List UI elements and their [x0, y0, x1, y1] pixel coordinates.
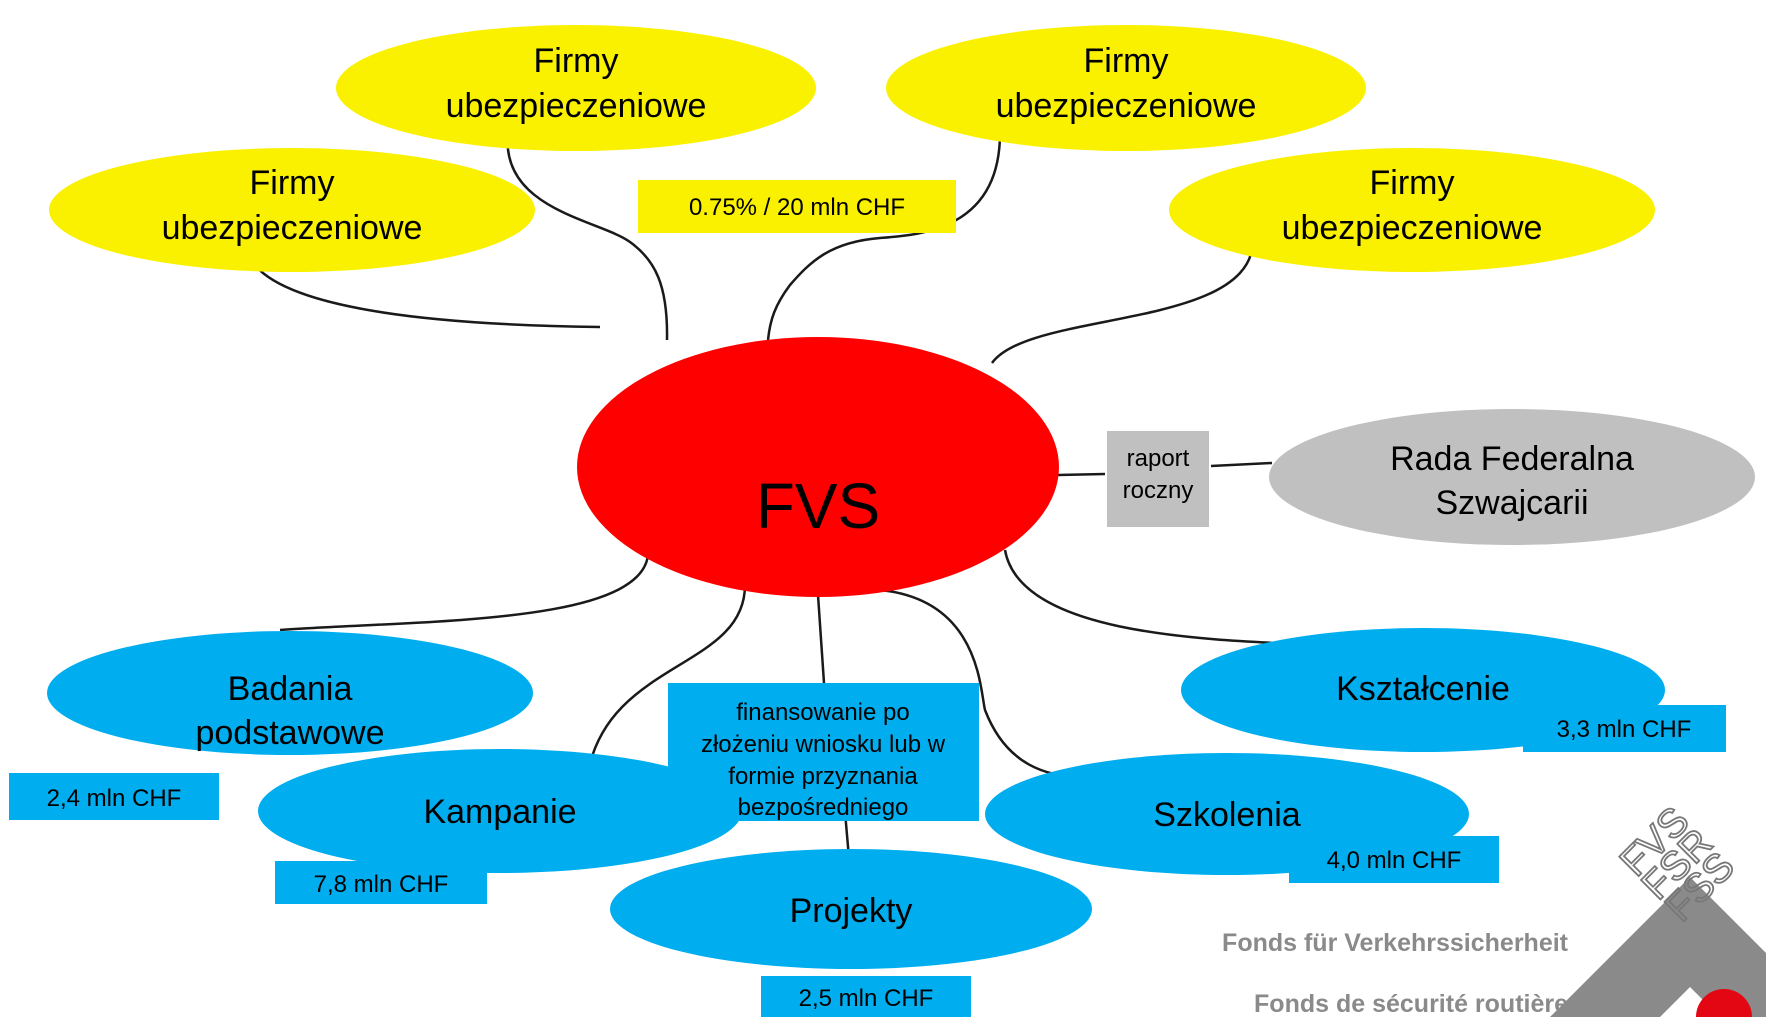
program-badania: Badania podstawowe	[47, 631, 533, 755]
levy-note-text: 0.75% / 20 mln CHF	[689, 194, 905, 221]
connector-ksztalcenie	[1003, 549, 1321, 647]
insurer-node-4: Firmy ubezpieczeniowe	[1169, 148, 1655, 272]
insurer-label-line1: Firmy	[250, 164, 335, 202]
connector-insurer-top-right	[766, 132, 1002, 341]
connectors	[243, 132, 1321, 859]
insurer-label-line2: ubezpieczeniowe	[996, 87, 1257, 125]
insurer-ellipse	[886, 25, 1366, 151]
amount-text: 2,4 mln CHF	[47, 785, 182, 812]
insurer-label-line1: Firmy	[1084, 42, 1169, 80]
program-label: Kształcenie	[1336, 670, 1510, 708]
amount-text: 4,0 mln CHF	[1327, 847, 1462, 874]
amount-box	[1523, 705, 1726, 752]
connector-funding	[816, 594, 826, 684]
insurer-label-line1: Firmy	[534, 42, 619, 80]
program-label: Kampanie	[423, 793, 576, 831]
council-label-line2: Szwajcarii	[1435, 484, 1588, 522]
amount-box	[9, 773, 219, 820]
amount-szkolenia: 4,0 mln CHF	[1289, 836, 1499, 883]
connector-insurer-top-left	[506, 132, 669, 341]
funding-note-line4: bezpośredniego	[738, 794, 909, 821]
insurer-node-1: Firmy ubezpieczeniowe	[336, 25, 816, 151]
program-ellipse	[258, 749, 742, 873]
insurer-node-3: Firmy ubezpieczeniowe	[49, 148, 535, 272]
report-label-line2: roczny	[1123, 477, 1194, 504]
connector-council	[1210, 461, 1273, 468]
council-ellipse	[1269, 409, 1755, 545]
amount-kampanie: 7,8 mln CHF	[275, 861, 487, 904]
council-label-line1: Rada Federalna	[1390, 440, 1634, 478]
funding-note-line2: złożeniu wniosku lub w	[701, 731, 946, 758]
program-label: Projekty	[790, 892, 913, 930]
center-label: FVS	[756, 470, 880, 542]
amount-projekty: 2,5 mln CHF	[761, 976, 971, 1017]
program-kampanie: Kampanie	[258, 749, 742, 873]
levy-note-box	[638, 180, 956, 233]
connector-insurer-right	[990, 239, 1255, 364]
center-ellipse	[577, 337, 1059, 597]
logo-name: Fonds für Verkehrssicherheit	[1222, 929, 1569, 957]
insurer-ellipse	[1169, 148, 1655, 272]
center-node: FVS	[577, 337, 1059, 597]
program-projekty: Projekty	[610, 849, 1092, 969]
levy-note: 0.75% / 20 mln CHF	[638, 180, 956, 233]
council-node: Rada Federalna Szwajcarii	[1269, 409, 1755, 545]
amount-text: 7,8 mln CHF	[314, 871, 449, 898]
program-label: Szkolenia	[1153, 796, 1301, 834]
amount-text: 3,3 mln CHF	[1557, 716, 1692, 743]
funding-note-box	[668, 683, 979, 821]
amount-box	[761, 976, 971, 1017]
funding-note: finansowanie po złożeniu wniosku lub w f…	[668, 683, 979, 821]
logo-subname: Fonds de sécurité routière	[1254, 990, 1568, 1017]
connector-badania	[279, 554, 650, 632]
program-label-line2: podstawowe	[195, 714, 384, 752]
insurer-label-line2: ubezpieczeniowe	[162, 209, 423, 247]
logo-chevron	[1550, 877, 1766, 1017]
program-ellipse	[47, 631, 533, 755]
connector-kampanie	[585, 584, 747, 779]
insurer-label-line2: ubezpieczeniowe	[446, 87, 707, 125]
amount-box	[275, 861, 487, 904]
program-label-line1: Badania	[228, 670, 353, 708]
report-label-line1: raport	[1127, 445, 1190, 472]
insurer-label-line2: ubezpieczeniowe	[1282, 209, 1543, 247]
report-box: raport roczny	[1107, 431, 1209, 527]
funding-note-line1: finansowanie po	[736, 699, 909, 726]
funding-note-line3: formie przyznania	[728, 763, 918, 790]
amount-ksztalcenie: 3,3 mln CHF	[1523, 705, 1726, 752]
insurer-ellipse	[49, 148, 535, 272]
logo-red-dot	[1696, 989, 1752, 1017]
amount-text: 2,5 mln CHF	[799, 985, 934, 1012]
insurer-ellipse	[336, 25, 816, 151]
insurer-label-line1: Firmy	[1370, 164, 1455, 202]
amount-badania: 2,4 mln CHF	[9, 773, 219, 820]
insurer-node-2: Firmy ubezpieczeniowe	[886, 25, 1366, 151]
report-box-bg	[1107, 431, 1209, 527]
amount-box	[1289, 836, 1499, 883]
program-ellipse	[610, 849, 1092, 969]
connector-report	[1057, 472, 1106, 477]
